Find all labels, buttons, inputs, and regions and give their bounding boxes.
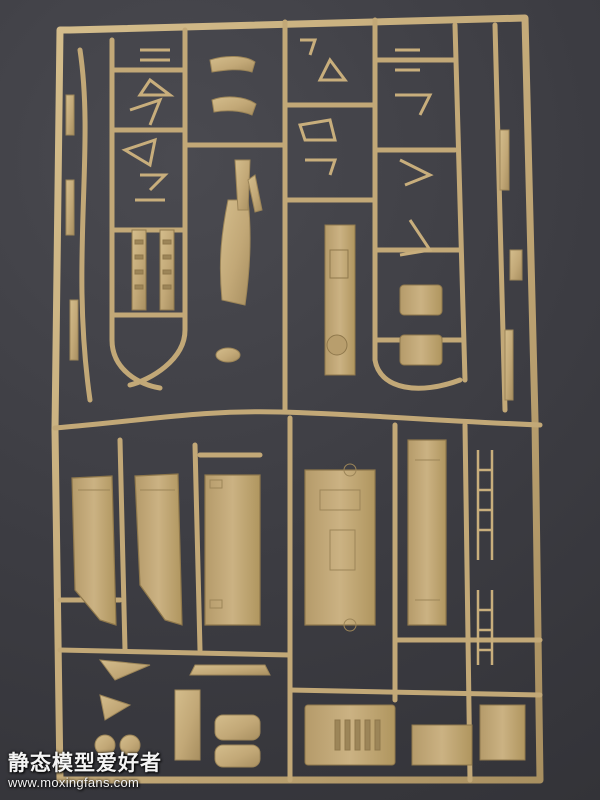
sprue-frame	[51, 14, 544, 784]
watermark-title: 静态模型爱好者	[8, 751, 162, 775]
panel-details	[78, 459, 440, 632]
small-parts-top-left	[121, 48, 175, 202]
small-parts-bottom-left	[94, 659, 271, 768]
watermark: 静态模型爱好者 www.moxingfans.com	[8, 751, 188, 790]
left-strip-parts	[65, 94, 523, 401]
hull-plates-top	[324, 224, 443, 376]
engine-grille-part	[304, 704, 526, 766]
ladder-parts	[476, 450, 494, 665]
figure-parts	[209, 56, 263, 363]
small-parts-top-right	[298, 38, 434, 257]
sprue-runners	[52, 17, 543, 783]
track-link-strips	[131, 229, 175, 311]
watermark-url: www.moxingfans.com	[8, 775, 140, 790]
side-skirt-panels	[71, 439, 447, 626]
